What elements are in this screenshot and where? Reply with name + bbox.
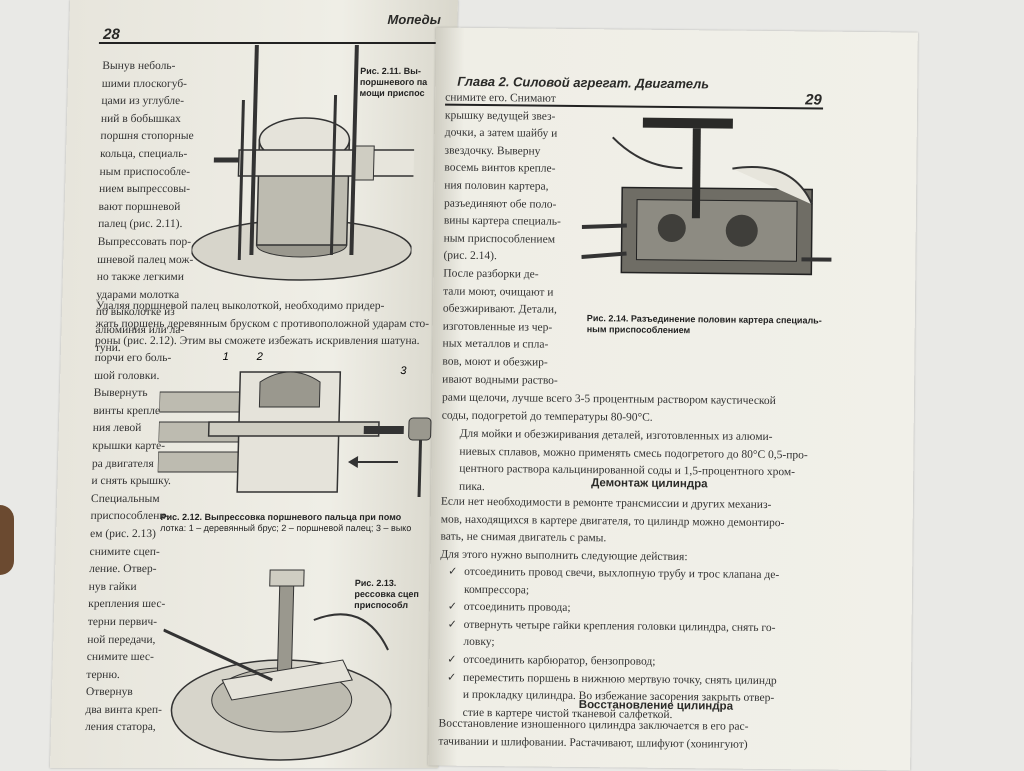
figure-2-12-caption: Рис. 2.12. Выпрессовка поршневого пальца…: [160, 512, 458, 534]
text-line: дочки, а затем шайбу и: [445, 125, 579, 144]
running-header: Мопеды: [387, 12, 441, 27]
text-line: ным приспособлением: [444, 230, 578, 249]
text-line: После разборки де-: [443, 266, 577, 285]
section-text: Восстановление изношенного цилиндра закл…: [438, 716, 818, 755]
text-line: звездочку. Выверну: [444, 142, 578, 161]
section-text: Если нет необходимости в ремонте трансми…: [440, 494, 821, 568]
checkmark-icon: ✓: [448, 616, 457, 634]
text-line: роны (рис. 2.12). Этим вы сможете избежа…: [95, 333, 455, 351]
text-line: жать поршень деревянным бруском с против…: [95, 316, 455, 334]
figure-2-12-caption-title: Рис. 2.12. Выпрессовка поршневого пальца…: [160, 512, 458, 523]
section-title-cylinder-restoration: Восстановление цилиндра: [579, 699, 733, 713]
body-text-wide: рами щелочи, лучше всего 3-5 процентным …: [442, 390, 822, 429]
figure-2-12-caption-legend: лотка: 1 – деревянный брус; 2 – поршнево…: [160, 523, 458, 534]
text-line: снимите его. Снимают: [445, 90, 579, 109]
right-page: Глава 2. Силовой агрегат. Двигатель 29 с…: [428, 27, 918, 770]
text-line: тачивании и шлифовании. Растачивают, шли…: [438, 733, 818, 755]
figure-2-12-pin-removal: 1 2 3: [157, 352, 451, 507]
checklist-item: ✓отсоединить провод свечи, выхлопную тру…: [448, 564, 820, 603]
left-page: 28 Мопеды Вынув неболь-шими плоскогуб-ца…: [50, 0, 458, 768]
text-line: снимите сцеп-: [89, 544, 179, 562]
figure-2-14-caption: Рис. 2.14. Разъединение половин картера …: [587, 313, 827, 338]
text-line: Удаляя поршневой палец выколоткой, необх…: [96, 298, 456, 316]
page-number: 29: [805, 91, 822, 108]
text-line: изготовленные из чер-: [443, 318, 577, 337]
checklist-item: ✓отвернуть четыре гайки крепления головк…: [447, 616, 819, 655]
text-line: ния половин картера,: [444, 178, 578, 197]
running-header: Глава 2. Силовой агрегат. Двигатель: [457, 74, 709, 92]
checkmark-icon: ✓: [448, 564, 457, 582]
text-line: разъединяют обе поло-: [444, 195, 578, 214]
body-text-wide: Удаляя поршневой палец выколоткой, необх…: [95, 298, 456, 351]
text-line: ных металлов и спла-: [442, 336, 576, 355]
callout-1: 1: [223, 352, 229, 363]
reader-hand: [0, 505, 14, 575]
text-line: обезжиривают. Детали,: [443, 301, 577, 320]
text-line: ивают водными раство-: [442, 371, 576, 390]
text-line: крышку ведущей звез-: [445, 107, 579, 126]
callout-2: 2: [256, 352, 263, 363]
checkmark-icon: ✓: [447, 652, 456, 670]
text-line: вов, моют и обезжир-: [442, 353, 576, 372]
text-line: тали моют, очищают и: [443, 283, 577, 302]
section-title-cylinder-removal: Демонтаж цилиндра: [591, 477, 708, 490]
callout-3: 3: [400, 365, 407, 377]
text-line: (рис. 2.14).: [443, 248, 577, 267]
checkmark-icon: ✓: [447, 669, 456, 687]
page-number: 28: [103, 26, 120, 43]
checkmark-icon: ✓: [448, 599, 457, 617]
text-line: вины картера специаль-: [444, 213, 578, 232]
text-line: восемь винтов крепле-: [444, 160, 578, 179]
figure-2-14-crankcase-splitting: [581, 107, 833, 310]
